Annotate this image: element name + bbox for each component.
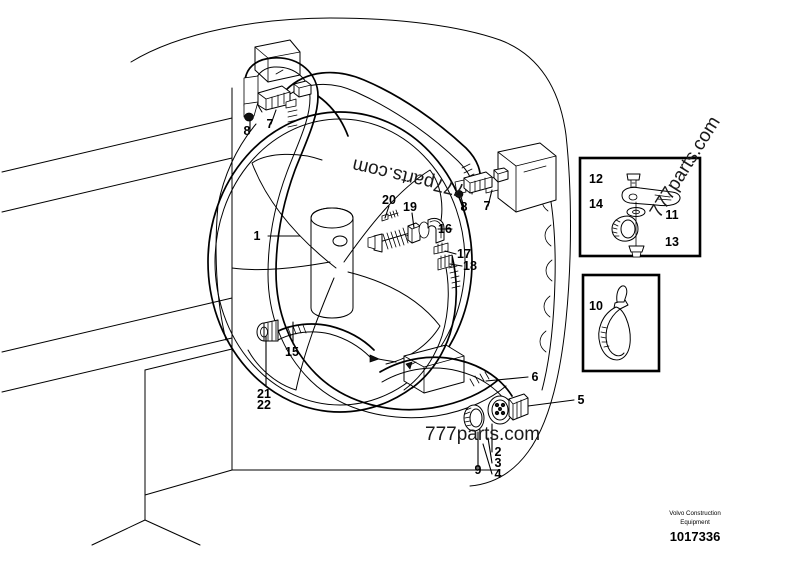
footer-block: Volvo Construction Equipment 1017336 xyxy=(669,510,721,544)
callout-11: 11 xyxy=(665,208,678,222)
callout-13: 13 xyxy=(665,235,679,249)
manufacturer-line-2: Equipment xyxy=(680,519,710,526)
callout-3: 3 xyxy=(495,456,502,470)
callout-16: 16 xyxy=(438,222,452,236)
fitting-lower-left xyxy=(256,319,279,342)
connector-upper-left xyxy=(243,75,312,122)
machine-body-outline xyxy=(1,17,571,546)
callout-19: 19 xyxy=(403,200,417,214)
callout-labels: 1 2 3 4 5 6 7 8 7 8 9 10 11 12 13 14 15 … xyxy=(244,117,679,481)
callout-2: 2 xyxy=(495,445,502,459)
callout-14: 14 xyxy=(589,197,603,211)
watermark-center: 777parts.com xyxy=(350,154,467,200)
part-number: 1017336 xyxy=(670,529,721,544)
callout-9: 9 xyxy=(475,463,482,477)
callout-6: 6 xyxy=(532,370,539,384)
callout-12: 12 xyxy=(589,172,603,186)
callout-8: 8 xyxy=(244,124,251,138)
callout-15: 15 xyxy=(285,345,299,359)
callout-17: 17 xyxy=(457,247,471,261)
callout-5: 5 xyxy=(578,393,585,407)
callout-20: 20 xyxy=(382,193,396,207)
hose-assembly xyxy=(244,57,513,419)
coil-spring xyxy=(382,227,409,250)
callout-7-right: 7 xyxy=(484,199,491,213)
connector-upper-right xyxy=(454,167,509,198)
callout-18: 18 xyxy=(463,259,477,273)
watermark-bottom: 777parts.com xyxy=(425,424,540,445)
center-sensor-assembly xyxy=(367,209,453,271)
callout-4: 4 xyxy=(495,467,502,481)
callout-8-right: 8 xyxy=(461,200,468,214)
callout-22: 22 xyxy=(257,398,271,412)
inset-clamp-assembly xyxy=(578,156,702,258)
callout-10: 10 xyxy=(589,299,603,313)
manufacturer-line-1: Volvo Construction xyxy=(669,510,721,517)
callout-21: 21 xyxy=(257,387,271,401)
coupling-assembly xyxy=(463,393,529,432)
callout-1: 1 xyxy=(254,229,261,243)
callout-7: 7 xyxy=(267,117,274,131)
inset-cable-tie xyxy=(581,273,661,373)
